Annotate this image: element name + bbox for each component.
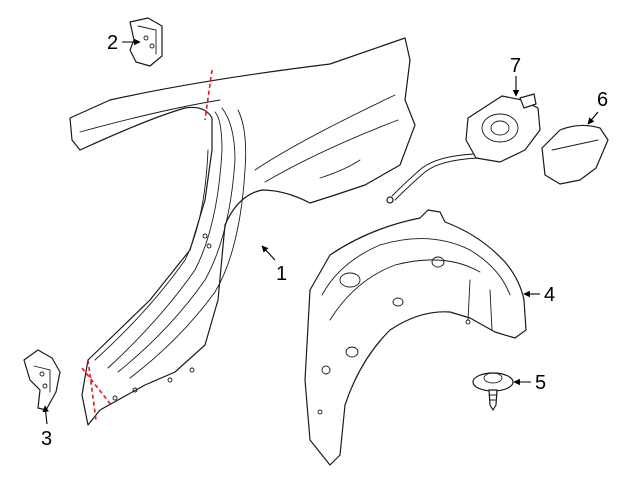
- lower-bracket[interactable]: [23, 349, 61, 411]
- leader-1: [261, 245, 276, 261]
- quarter-panel[interactable]: [69, 37, 416, 426]
- callout-3: 3: [41, 428, 52, 450]
- fuel-door-housing[interactable]: [386, 93, 541, 204]
- upper-bracket[interactable]: [129, 17, 163, 67]
- callout-5: 5: [535, 372, 546, 394]
- wheelhouse-liner[interactable]: [304, 209, 527, 466]
- push-clip[interactable]: [472, 372, 514, 411]
- cut-line-upper: [204, 69, 213, 121]
- callout-7: 7: [510, 55, 521, 77]
- leader-3: [42, 405, 49, 425]
- fuel-door[interactable]: [541, 124, 609, 185]
- callout-2: 2: [107, 32, 118, 54]
- cut-line-lower-2: [87, 359, 97, 421]
- callout-6: 6: [597, 89, 608, 111]
- leader-6: [587, 111, 599, 125]
- callout-1: 1: [276, 263, 287, 285]
- callout-4: 4: [544, 284, 555, 306]
- cut-line-lower: [81, 367, 113, 407]
